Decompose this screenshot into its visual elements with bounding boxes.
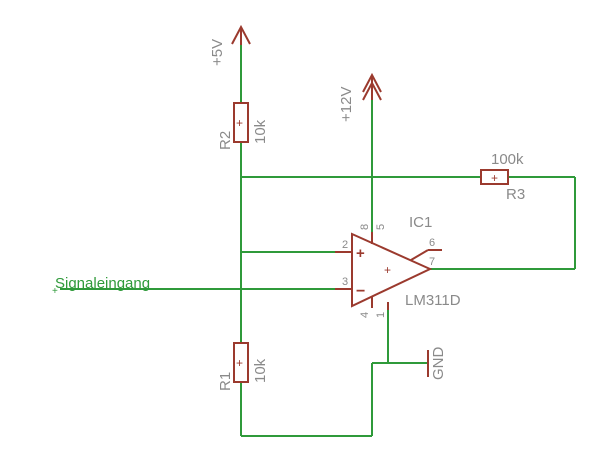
label-r2-name: R2 [217,131,234,150]
opamp-center-mark: + [384,263,391,277]
label-r2-value: 10k [252,119,269,144]
supply-12v-symbol [362,72,382,101]
label-r1-name: R1 [217,372,234,391]
pin-8-number: 8 [359,224,371,230]
signal-input-marker: + [52,286,58,297]
opamp-plus-sign: + [356,245,365,262]
label-12v: +12V [338,87,355,122]
pin-3-number: 3 [342,276,348,288]
pin-4-number: 4 [359,312,371,318]
pin-1-number: 1 [375,312,387,318]
label-r3-value: 100k [491,151,524,168]
pin-6-number: 6 [429,237,435,249]
pin-2-number: 2 [342,239,348,251]
resistor-r1 [233,342,249,383]
label-lm311d: LM311D [405,292,461,309]
comparator-triangle [351,232,433,308]
label-r3-name: R3 [506,186,525,203]
label-5v: +5V [209,39,226,66]
r1-mark: + [236,356,243,370]
wires [60,45,576,437]
opamp-minus-sign: − [356,283,365,300]
label-r1-value: 10k [252,358,269,383]
comparator-ic1 [335,232,442,310]
supply-5v-symbol [231,24,251,45]
resistor-r3 [480,169,509,185]
r3-mark: + [491,171,498,185]
label-ic1: IC1 [409,214,432,231]
resistor-r2 [233,102,249,143]
label-signal-input: Signaleingang [55,275,150,292]
label-gnd: GND [430,347,447,381]
pin-7-number: 7 [429,256,435,268]
r2-mark: + [236,116,243,130]
pin-5-number: 5 [375,224,387,230]
